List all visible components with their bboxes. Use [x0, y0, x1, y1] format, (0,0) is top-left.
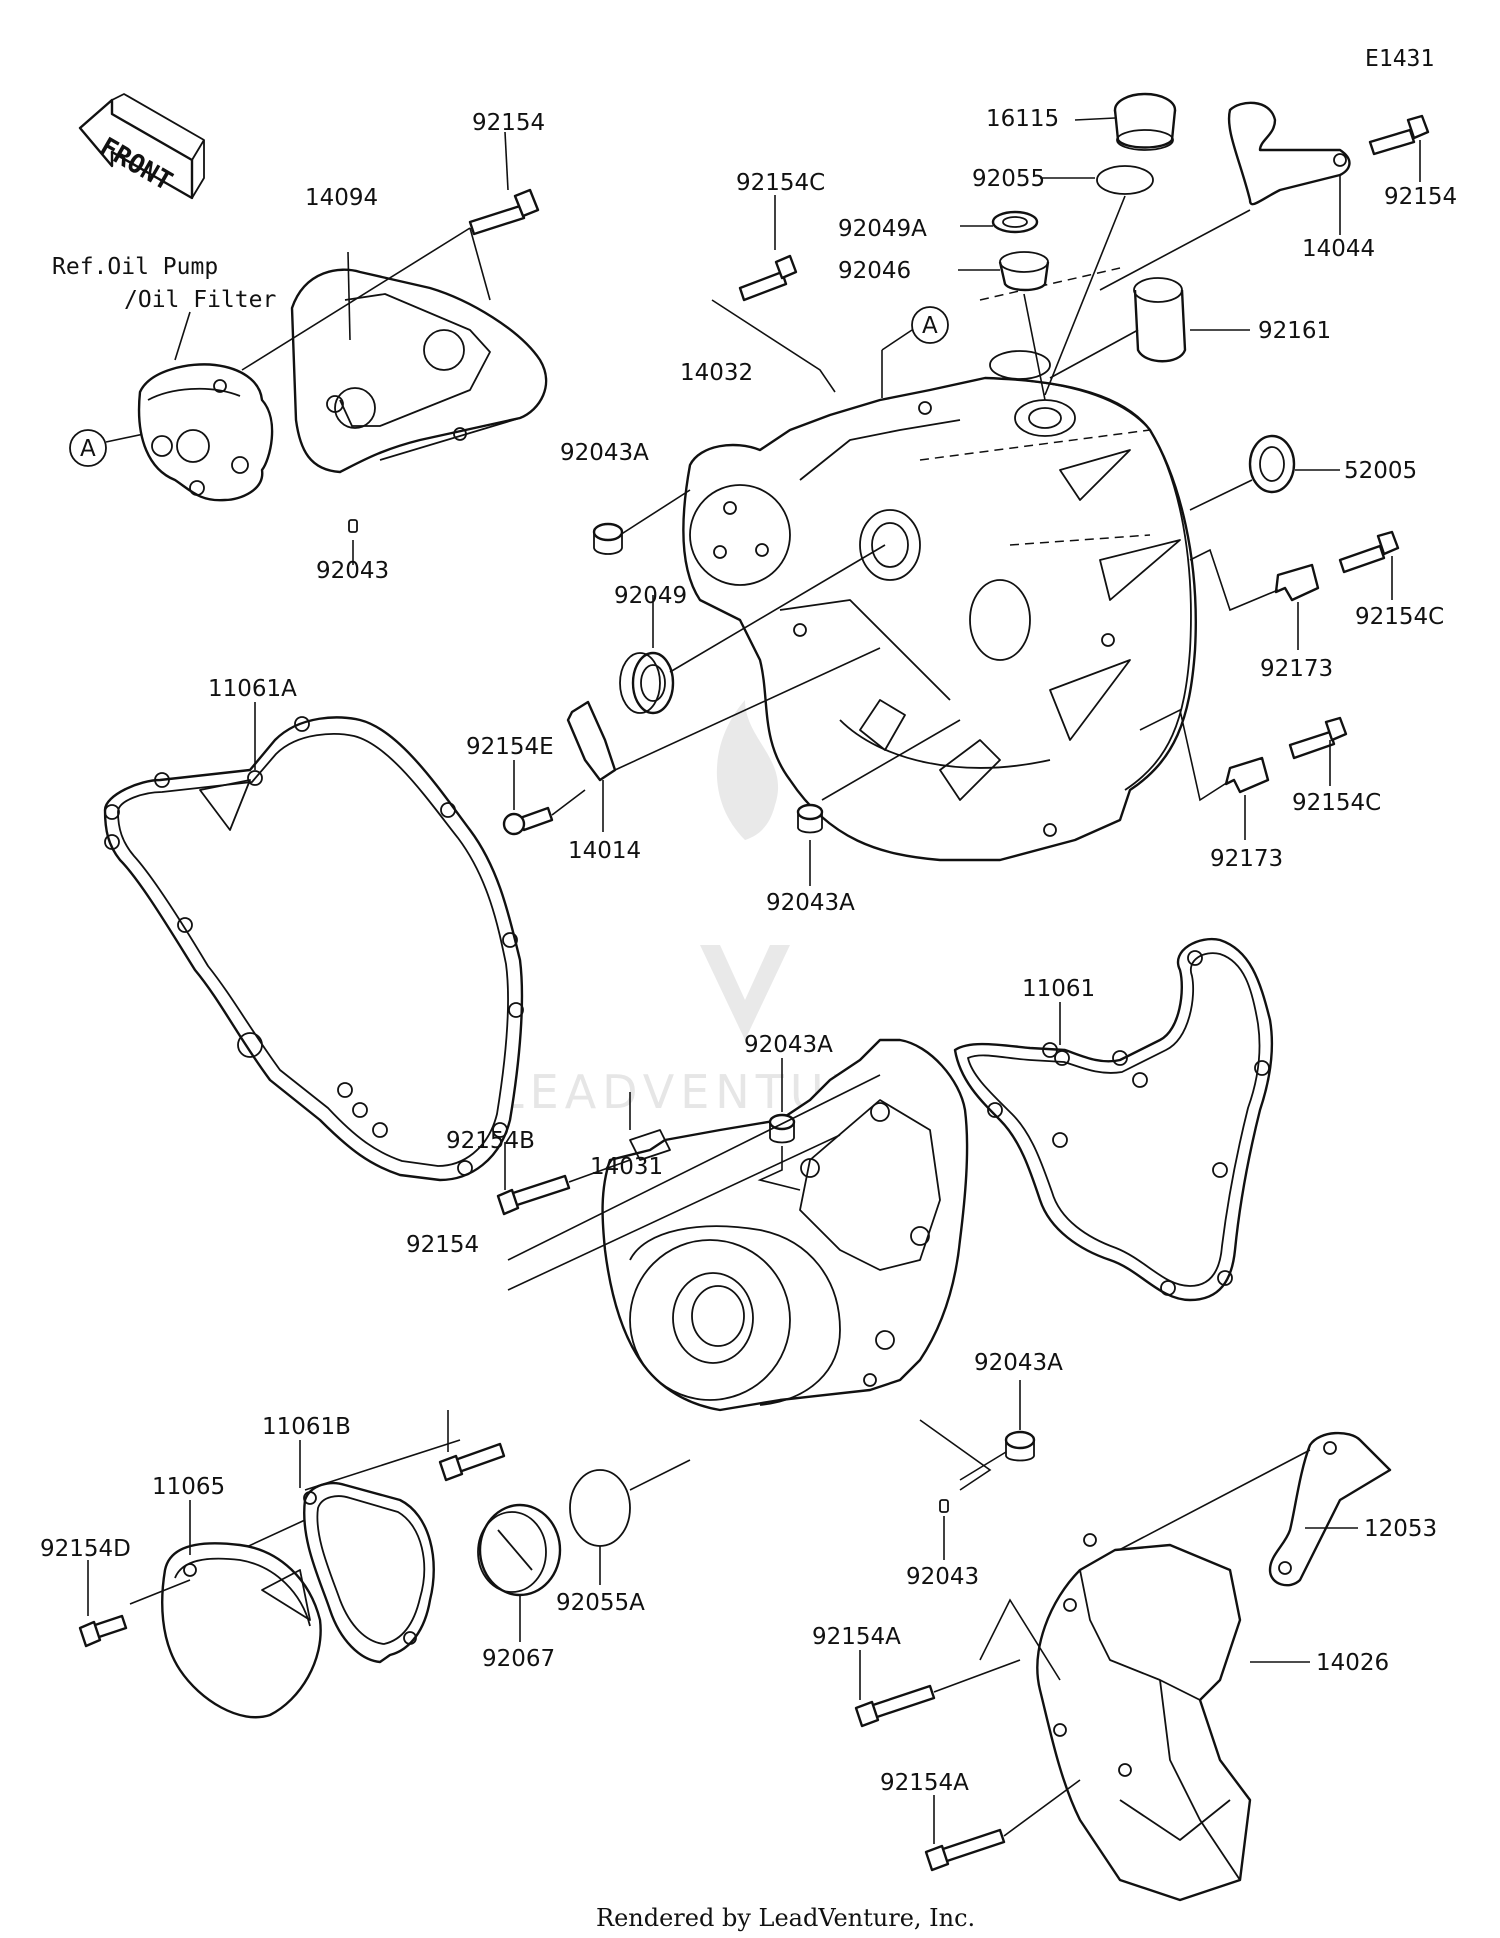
part-label: 92154E [466, 734, 554, 760]
part-label: 11061 [1022, 976, 1095, 1002]
bolt-92154a-2 [924, 1828, 1006, 1872]
part-label: 92154 [472, 110, 545, 136]
part-label: 92067 [482, 1646, 555, 1672]
part-label: 14014 [568, 838, 641, 864]
damper-92161 [1133, 277, 1187, 363]
part-label: 92043A [766, 890, 855, 916]
part-label: 92055A [556, 1590, 645, 1616]
part-label: 11061A [208, 676, 297, 702]
part-label: 92154D [40, 1536, 131, 1562]
bracket-14014 [566, 700, 617, 782]
o-ring-92055a [569, 1469, 631, 1547]
pin-92043-top [348, 519, 358, 533]
o-ring-92055 [1096, 165, 1154, 195]
oil-pump-cover-part [137, 363, 274, 502]
part-label: 11061B [262, 1414, 351, 1440]
cover-11065 [161, 1542, 322, 1719]
part-label: 92043 [316, 558, 389, 584]
part-label: 92154B [446, 1128, 535, 1154]
part-label: 92055 [972, 166, 1045, 192]
bolt-92154b [496, 1174, 571, 1216]
part-label: 14044 [1302, 236, 1375, 262]
part-labels: 92154 14094 92043 92154C 14032 92043A 92… [40, 106, 1457, 1796]
part-label: 11065 [152, 1474, 225, 1500]
gasket-11061a [103, 716, 524, 1182]
bolt-92154d [78, 1614, 128, 1648]
part-label: 14031 [590, 1154, 663, 1180]
part-label: 92046 [838, 258, 911, 284]
bolt-92154c-top [738, 254, 798, 302]
part-label: 92173 [1260, 656, 1333, 682]
pin-92043-lower [939, 1499, 949, 1513]
part-label: 92049 [614, 583, 687, 609]
generator-cover-14031-shape [601, 1038, 969, 1412]
plug-92067 [477, 1503, 562, 1597]
part-label: 92154 [406, 1232, 479, 1258]
clip-92173-1 [1274, 563, 1320, 602]
ref-marker-a-center: A [881, 306, 949, 398]
ref-note-line2: /Oil Filter [124, 287, 276, 313]
pin-92043a-mid [796, 803, 824, 834]
svg-text:A: A [922, 313, 938, 339]
part-label: 92154C [736, 170, 825, 196]
ref-note-line1: Ref.Oil Pump [52, 254, 218, 280]
part-label: 92154C [1355, 604, 1444, 630]
part-label: 92043 [906, 1564, 979, 1590]
part-label: 92154 [1384, 184, 1457, 210]
bracket-12053 [1268, 1431, 1392, 1587]
part-label: 92154C [1292, 790, 1381, 816]
part-label: 92043A [560, 440, 649, 466]
bolt-92154-topright [1368, 114, 1430, 156]
part-label: 92049A [838, 216, 927, 242]
part-label: 14032 [680, 360, 753, 386]
seal-92049a [991, 210, 1039, 234]
part-label: 92154A [812, 1624, 901, 1650]
bolt-92154e [502, 806, 554, 836]
bolt-92154a-1 [854, 1684, 936, 1728]
part-label: 14026 [1316, 1650, 1389, 1676]
part-label: 92043A [974, 1350, 1063, 1376]
part-14094-shape [290, 268, 548, 474]
bolt-92154c-right-2 [1288, 716, 1348, 760]
bolt-92154-topleft [468, 188, 540, 236]
pin-92043a-gen-top [768, 1113, 796, 1144]
svg-text:A: A [80, 436, 96, 462]
clip-92173-2 [1224, 756, 1270, 794]
part-label: 92154A [880, 1770, 969, 1796]
part-label: 92161 [1258, 318, 1331, 344]
part-label: 92043A [744, 1032, 833, 1058]
seal-52005 [1248, 434, 1296, 494]
oil-seal-92049 [619, 651, 675, 715]
clutch-cover-14032-shape [682, 350, 1197, 862]
part-label: 52005 [1344, 458, 1417, 484]
part-label: 12053 [1364, 1516, 1437, 1542]
gasket-11061b [303, 1481, 435, 1664]
bolt-92154c-right-1 [1338, 530, 1400, 574]
gasket-11061 [953, 937, 1274, 1302]
part-label: 14094 [305, 185, 378, 211]
front-arrow-icon: FRONT [78, 93, 205, 200]
sprocket-cover-14026 [1036, 1533, 1252, 1902]
bolt-92154-lower [438, 1442, 506, 1482]
footer-credit: Rendered by LeadVenture, Inc. [596, 1904, 975, 1932]
bearing-92046 [998, 251, 1050, 292]
part-label: 16115 [986, 106, 1059, 132]
pin-92043a-gen-right [1004, 1430, 1036, 1462]
diagram-code: E1431 [1365, 46, 1434, 72]
part-label: 92173 [1210, 846, 1283, 872]
bracket-14044 [1227, 101, 1351, 206]
filler-cap-16115 [1113, 92, 1177, 151]
pin-92043a-top [592, 522, 624, 555]
